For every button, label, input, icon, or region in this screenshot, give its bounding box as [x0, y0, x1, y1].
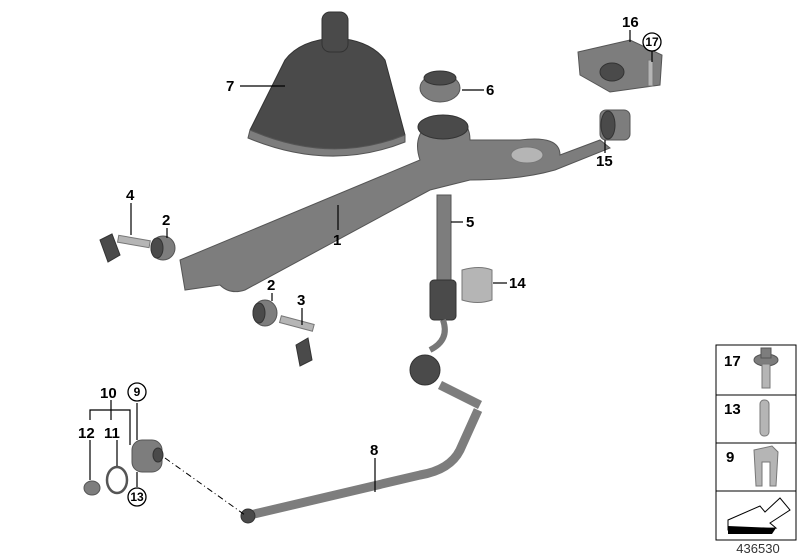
callout-7[interactable]: 7: [226, 78, 234, 95]
callout-8[interactable]: 8: [370, 442, 378, 459]
callout-14[interactable]: 14: [509, 275, 526, 292]
callout-10[interactable]: 10: [100, 385, 117, 402]
callout-11[interactable]: 11: [104, 425, 120, 442]
callout-5[interactable]: 5: [466, 214, 474, 231]
callout-17-circled[interactable]: 17: [642, 32, 662, 52]
leader-lines: [89, 30, 653, 492]
part-gear-boot[interactable]: [247, 11, 406, 157]
part-bushing-15[interactable]: [599, 109, 631, 141]
part-linkage-rod-8[interactable]: [240, 380, 483, 524]
callout-2[interactable]: 2: [267, 277, 275, 294]
callout-1[interactable]: 1: [333, 232, 341, 249]
callout-2[interactable]: 2: [162, 212, 170, 229]
part-shift-rod-5[interactable]: [409, 194, 457, 386]
callout-13-circled[interactable]: 13: [127, 487, 147, 507]
diagram-number: 436530: [736, 541, 779, 556]
svg-text:9: 9: [134, 385, 141, 399]
part-sleeve-14[interactable]: [461, 267, 493, 303]
callout-16[interactable]: 16: [622, 14, 639, 31]
part-oring-11[interactable]: [105, 465, 129, 495]
callout-9-circled[interactable]: 9: [127, 382, 147, 402]
callout-6[interactable]: 6: [486, 82, 494, 99]
part-joint-9[interactable]: [131, 439, 164, 473]
arrow-icon: [727, 497, 791, 534]
legend-label-13: 13: [724, 401, 741, 418]
part-cap-12[interactable]: [83, 480, 101, 496]
part-bolt-3[interactable]: [278, 315, 315, 367]
callout-15[interactable]: 15: [596, 153, 613, 170]
svg-text:17: 17: [645, 35, 659, 49]
dashed-connector: [164, 457, 246, 516]
callout-3[interactable]: 3: [297, 292, 305, 309]
svg-text:13: 13: [130, 490, 144, 504]
clip-icon: [753, 445, 779, 487]
callout-4[interactable]: 4: [126, 187, 135, 204]
part-bushing-2-left[interactable]: [150, 235, 176, 261]
bolt-icon: [753, 347, 779, 389]
part-lever-bracket[interactable]: [179, 114, 611, 293]
part-bolt-4[interactable]: [99, 233, 151, 263]
legend-label-9: 9: [726, 449, 734, 466]
part-bushing-6[interactable]: [419, 70, 461, 103]
legend-label-17: 17: [724, 353, 741, 370]
part-bushing-2-right[interactable]: [252, 299, 278, 327]
pin-icon: [759, 399, 770, 437]
legend-panel: 17 13 9: [715, 344, 797, 541]
callout-12[interactable]: 12: [78, 425, 95, 442]
